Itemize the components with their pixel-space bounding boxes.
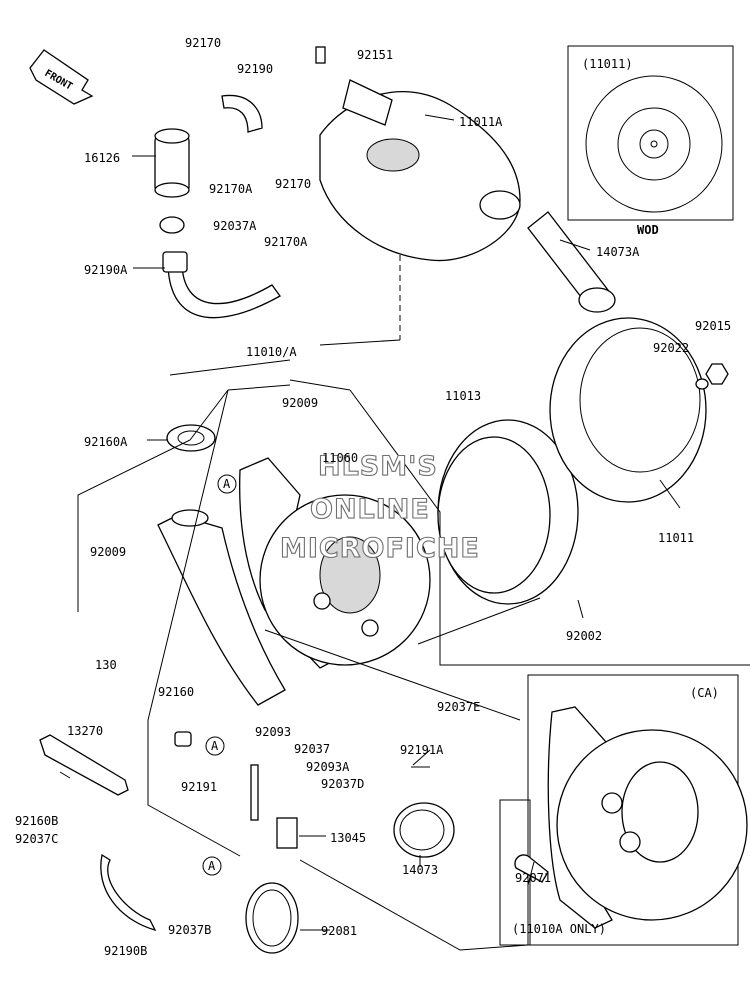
part-label-14073A: 14073A [596, 245, 640, 259]
part-label-92170: 92170 [185, 36, 221, 50]
part-label-92002: 92002 [566, 629, 602, 643]
part-label-92037: 92037 [294, 742, 330, 756]
part-label-92037A: 92037A [213, 219, 257, 233]
reference-marker-1 [205, 736, 225, 756]
part-label-92071: 92071 [515, 871, 551, 885]
inset-wod-caption: WOD [637, 223, 659, 237]
part-label-92170A-b: 92170A [264, 235, 308, 249]
part-label-92170A: 92170A [209, 182, 253, 196]
part-label-92022: 92022 [653, 341, 689, 355]
part-label-92190B: 92190B [104, 944, 147, 958]
part-label-92037D: 92037D [321, 777, 364, 791]
part-label-16126: 16126 [84, 151, 120, 165]
part-label-92160A: 92160A [84, 435, 128, 449]
part-label-11013: 11013 [445, 389, 481, 403]
part-label-11011A: 11011A [459, 115, 503, 129]
part-label-92037E: 92037E [437, 700, 480, 714]
part-label-92093A: 92093A [306, 760, 350, 774]
inset-ca-tag: (CA) [690, 686, 719, 700]
part-label-92160: 92160 [158, 685, 194, 699]
reference-marker-3-label: A [223, 477, 231, 491]
part-label-92009-b: 92009 [90, 545, 126, 559]
part-label-130: 130 [95, 658, 117, 672]
part-label-92093: 92093 [255, 725, 291, 739]
part-label-92081: 92081 [321, 924, 357, 938]
part-label-92190A: 92190A [84, 263, 128, 277]
part-label-14073: 14073 [402, 863, 438, 877]
watermark-line-3: MICROFICHE [280, 533, 480, 564]
reference-marker-1-label: A [211, 739, 219, 753]
part-label-92037C: 92037C [15, 832, 58, 846]
part-label-92191A: 92191A [400, 743, 444, 757]
inset-wod: (11011) WOD [567, 45, 734, 237]
part-label-13045: 13045 [330, 831, 366, 845]
inset-ca-caption: (11010A ONLY) [512, 922, 606, 936]
part-label-92170-b: 92170 [275, 177, 311, 191]
part-label-92191: 92191 [181, 780, 217, 794]
assembly-lines [77, 255, 750, 951]
part-label-92015: 92015 [695, 319, 731, 333]
reference-marker-2 [202, 856, 222, 876]
part-label-92009: 92009 [282, 396, 318, 410]
watermark-line-1: HLSM'S [318, 451, 438, 482]
part-drawings [39, 46, 729, 954]
inset-ca: (CA) (11010A ONLY) [499, 674, 748, 946]
leader-lines [59, 114, 681, 931]
part-label-92037B: 92037B [168, 923, 211, 937]
part-label-11060: 11060 [322, 451, 358, 465]
reference-marker-3 [217, 474, 237, 494]
part-label-13270: 13270 [67, 724, 103, 738]
part-labels: 92170 92190 92151 11011A 16126 92170A 92… [15, 36, 731, 958]
front-arrow: FRONT [29, 49, 94, 105]
part-label-11011: 11011 [658, 531, 694, 545]
reference-markers: A A A [202, 474, 237, 876]
reference-marker-2-label: A [208, 859, 216, 873]
part-label-11010A: 11010/A [246, 345, 297, 359]
inset-wod-tag: (11011) [582, 57, 633, 71]
part-label-92160B: 92160B [15, 814, 58, 828]
part-label-92151: 92151 [357, 48, 393, 62]
part-label-92190: 92190 [237, 62, 273, 76]
watermark: HLSM'S ONLINE MICROFICHE [279, 450, 480, 564]
watermark-line-2: ONLINE [310, 494, 430, 525]
